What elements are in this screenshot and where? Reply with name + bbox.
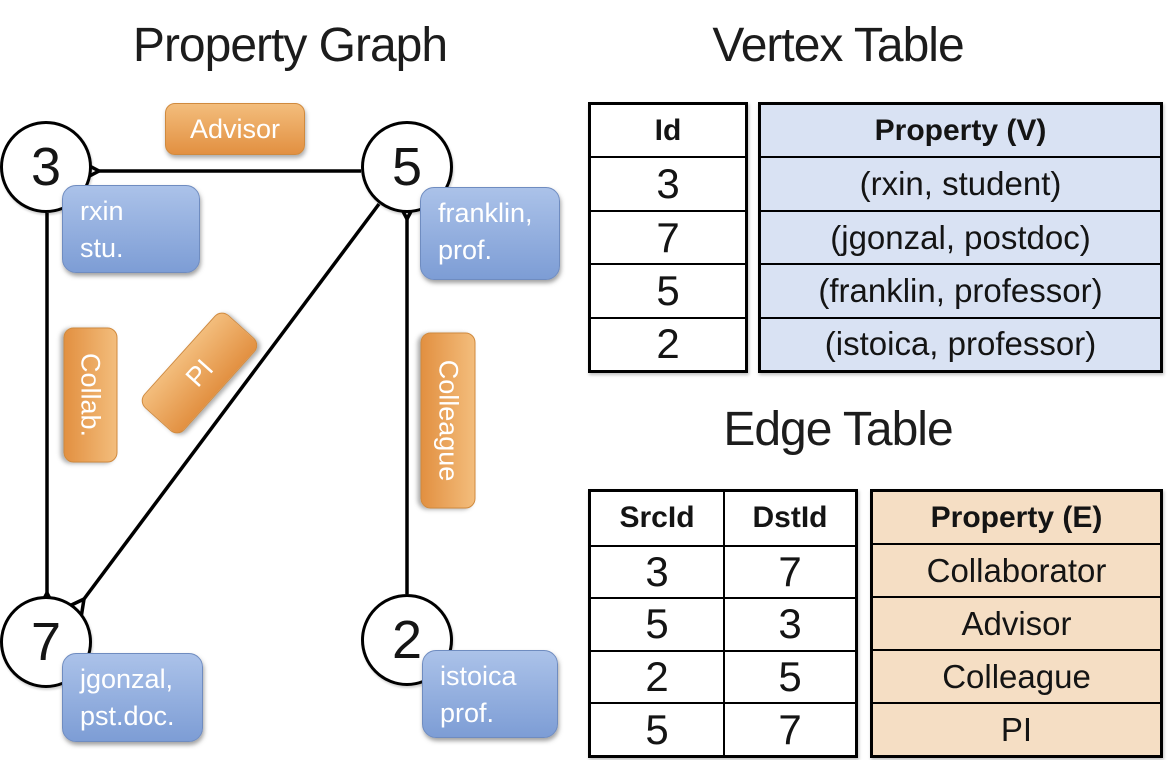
- table-cell: 2: [591, 316, 745, 370]
- table-cell: (jgonzal, postdoc): [761, 209, 1160, 264]
- table-cell: Colleague: [873, 649, 1160, 702]
- edge-label-advisor: Advisor: [165, 103, 305, 155]
- vertex-property-box-istoica: istoica prof.: [422, 650, 558, 738]
- vertex-table-property-column: Property (V) (rxin, student) (jgonzal, p…: [758, 102, 1163, 373]
- property-graph-title: Property Graph: [132, 19, 448, 72]
- edge-line-5-to-7-pi: [64, 202, 381, 620]
- table-cell: (franklin, professor): [761, 263, 1160, 317]
- table-cell: 7: [723, 544, 855, 598]
- vertex-id-label: 2: [391, 610, 423, 670]
- edge-table-title: Edge Table: [723, 403, 953, 456]
- table-cell: Collaborator: [873, 543, 1160, 596]
- graph-edges-svg: [35, 159, 419, 620]
- table-cell: 5: [591, 263, 745, 316]
- table-cell: (istoica, professor): [761, 316, 1160, 371]
- property-line: franklin,: [438, 198, 533, 228]
- vertex-circle-5: 5: [361, 121, 453, 213]
- vertex-id-label: 7: [30, 612, 62, 672]
- table-cell: 3: [723, 597, 855, 650]
- vertex-id-label: 3: [30, 137, 62, 197]
- column-header-srcid: SrcId: [619, 501, 695, 535]
- table-cell: 7: [591, 209, 745, 263]
- vertex-table-id-column: Id 3 7 5 2: [588, 102, 748, 373]
- column-header-id: Id: [654, 113, 682, 147]
- table-cell: 3: [591, 156, 745, 209]
- table-cell: 5: [591, 702, 723, 755]
- table-cell: 5: [591, 597, 723, 650]
- table-cell: 2: [591, 649, 723, 703]
- vertex-circle-2: 2: [361, 594, 453, 686]
- table-cell: (rxin, student): [761, 156, 1160, 210]
- edge-table-property-column: Property (E) Collaborator Advisor Collea…: [870, 489, 1163, 758]
- property-line: jgonzal,: [80, 664, 174, 694]
- property-line: stu.: [80, 233, 124, 263]
- edge-table-src-dst-columns: SrcId DstId 3 7 5 3 2 5 5 7: [588, 489, 858, 758]
- table-cell: 7: [723, 702, 855, 755]
- edge-label-collab: Collab.: [63, 327, 117, 462]
- column-header-property-e: Property (E): [873, 492, 1160, 543]
- column-header-dstid: DstId: [723, 492, 855, 545]
- column-header-property-v: Property (V): [761, 105, 1160, 157]
- property-line: pst.doc.: [80, 701, 175, 731]
- table-cell: Advisor: [873, 596, 1160, 649]
- table-cell: 5: [723, 649, 855, 703]
- property-line: istoica: [440, 661, 517, 691]
- vertex-property-box-franklin: franklin, prof.: [420, 187, 560, 280]
- vertex-property-box-rxin: rxin stu.: [62, 185, 200, 273]
- property-line: rxin: [80, 196, 124, 226]
- vertex-table-title: Vertex Table: [712, 19, 964, 72]
- edge-label-colleague: Colleague: [420, 332, 475, 508]
- table-cell: 3: [591, 544, 723, 598]
- property-line: prof.: [440, 698, 495, 728]
- vertex-property-box-jgonzal: jgonzal, pst.doc.: [62, 653, 203, 742]
- property-line: prof.: [438, 235, 493, 265]
- vertex-id-label: 5: [391, 137, 423, 197]
- table-cell: PI: [873, 702, 1160, 755]
